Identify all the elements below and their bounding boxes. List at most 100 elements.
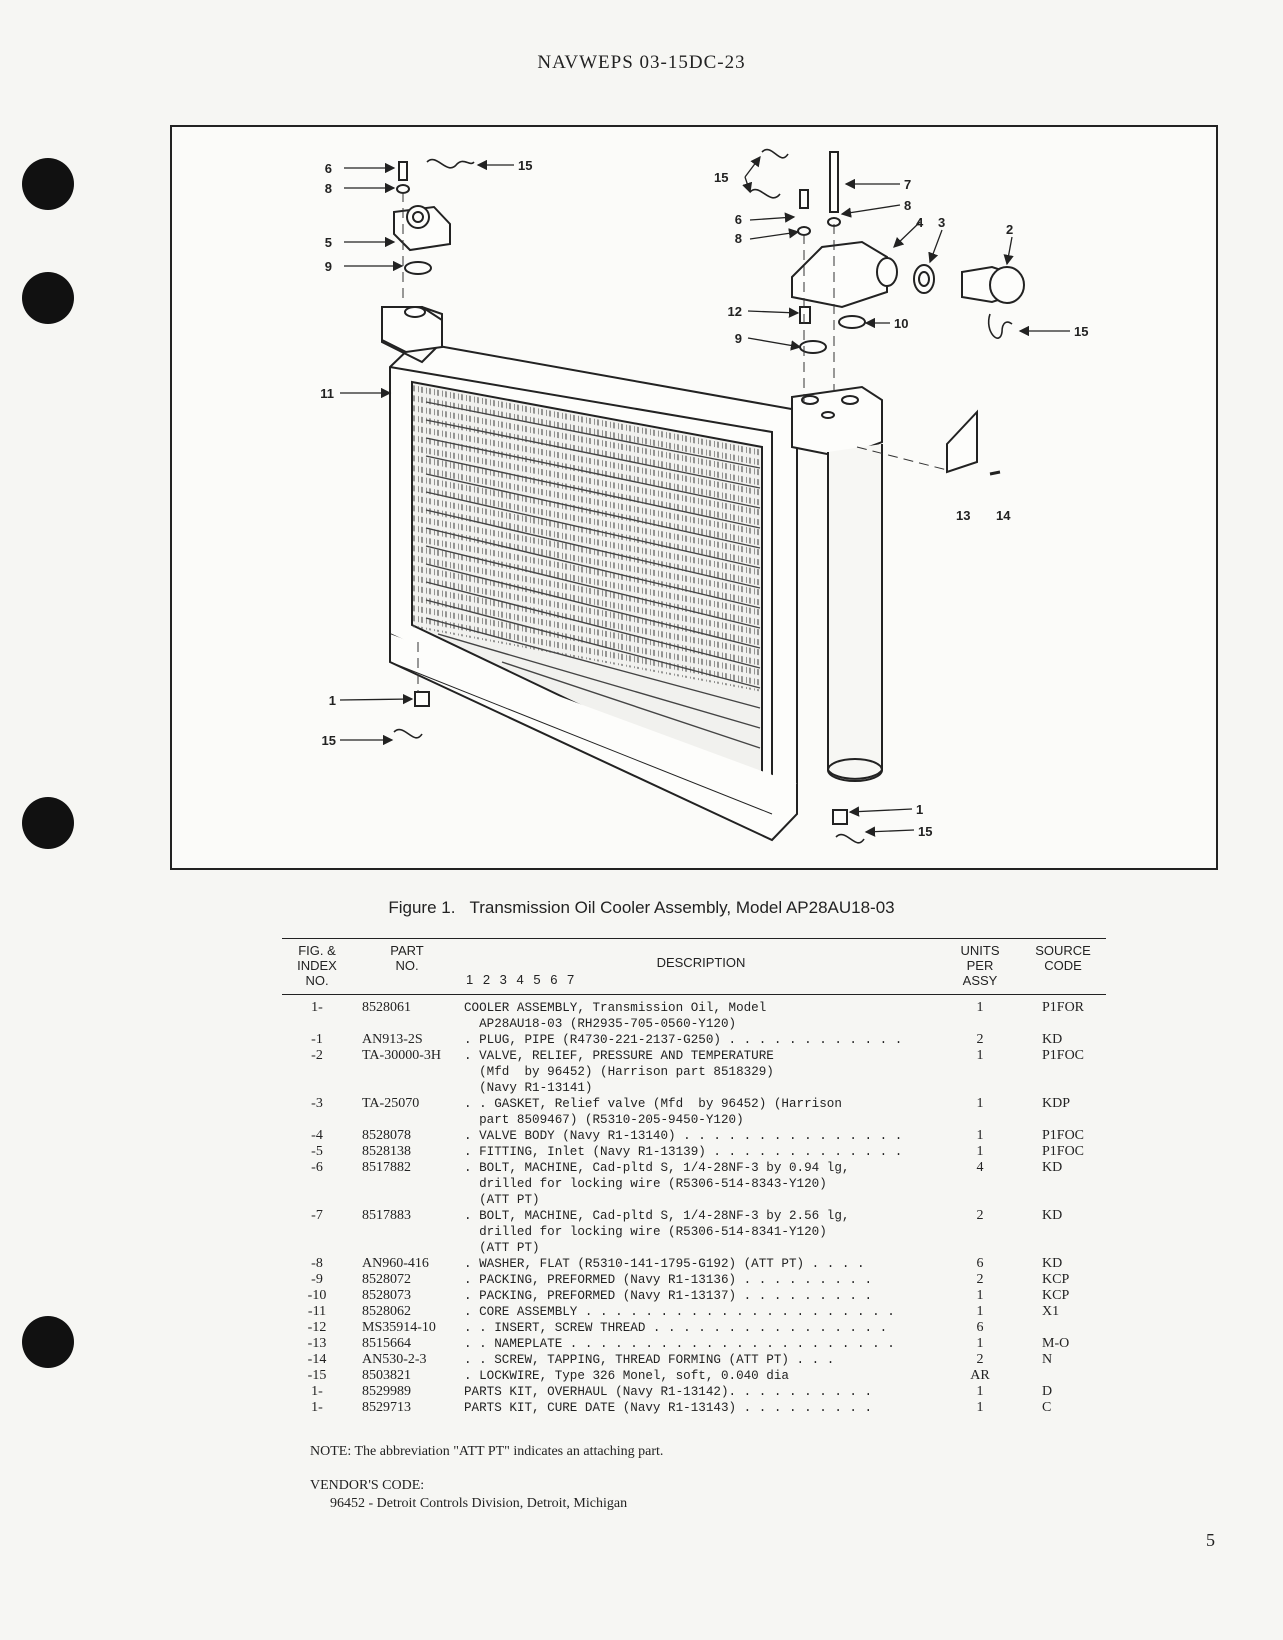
row-source-code: P1FOC	[1042, 1128, 1085, 1143]
row-description: . PLUG, PIPE (R4730-221-2137-G250) . . .…	[464, 1033, 903, 1047]
callout-15d: 15	[322, 733, 336, 748]
row-units: 2	[976, 1352, 984, 1367]
row-index: -9	[311, 1272, 323, 1287]
header-units: UNITS PER ASSY	[960, 943, 1000, 988]
lockwire-drawing	[393, 148, 1013, 844]
fitting-inlet-drawing	[393, 161, 451, 275]
row-units: 1	[976, 1288, 984, 1303]
callout-11: 11	[320, 386, 334, 401]
callout-14: 14	[996, 508, 1011, 523]
header-fig-index: FIG. & INDEX NO.	[297, 943, 337, 988]
callout-9b: 9	[735, 331, 742, 346]
nameplate-drawing	[946, 409, 1001, 476]
row-part-number: 8529989	[362, 1384, 411, 1399]
callout-9a: 9	[325, 259, 332, 274]
header-part-no: PART NO.	[390, 943, 424, 973]
header-source-code: SOURCE CODE	[1035, 943, 1091, 973]
row-source-code: KCP	[1042, 1288, 1070, 1303]
relief-valve-drawing	[961, 265, 1025, 304]
header-description-cell: DESCRIPTION 1 2 3 4 5 6 7	[462, 939, 940, 995]
table-row: -1 AN913-2S . PLUG, PIPE (R4730-221-2137-G…	[282, 1032, 1106, 1048]
row-source-code: P1FOR	[1042, 1000, 1085, 1015]
row-description: . LOCKWIRE, Type 326 Monel, soft, 0.040 …	[464, 1369, 789, 1383]
row-part-number: AN913-2S	[362, 1032, 423, 1047]
row-units: 1	[976, 1048, 984, 1063]
row-source-code: KD	[1042, 1208, 1063, 1223]
row-index: -10	[307, 1288, 327, 1303]
header-indent-levels: 1 2 3 4 5 6 7	[466, 972, 578, 987]
callout-15b: 15	[714, 170, 728, 185]
row-source-code: P1FOC	[1042, 1048, 1085, 1063]
row-source-code: N	[1042, 1352, 1053, 1367]
row-units: 1	[976, 1336, 984, 1351]
row-index: -4	[311, 1128, 323, 1143]
row-index: -6	[311, 1160, 323, 1175]
row-source-code: KD	[1042, 1032, 1063, 1047]
callout-15e: 15	[918, 824, 932, 839]
callout-2: 2	[1006, 222, 1013, 237]
figure-caption-title: Transmission Oil Cooler Assembly, Model …	[469, 898, 895, 917]
row-units: 1	[976, 1000, 984, 1015]
row-index: 1-	[311, 1384, 323, 1399]
row-source-code: D	[1042, 1384, 1053, 1399]
row-index: -15	[307, 1368, 327, 1383]
punch-hole-upper	[22, 272, 74, 324]
row-source-code: KD	[1042, 1160, 1063, 1175]
row-index: -3	[311, 1096, 323, 1111]
row-part-number: AN960-416	[362, 1256, 429, 1271]
row-part-number: 8528062	[362, 1304, 411, 1319]
row-part-number: 8528073	[362, 1288, 411, 1303]
row-source-code: KCP	[1042, 1272, 1070, 1287]
callout-8b: 8	[904, 198, 911, 213]
callout-1a: 1	[329, 693, 336, 708]
row-index: -14	[307, 1352, 327, 1367]
row-description: . . GASKET, Relief valve (Mfd by 96452) …	[464, 1097, 842, 1127]
row-source-code: KD	[1042, 1256, 1063, 1271]
parts-list-table: FIG. & INDEX NO. PART NO. DESCRIPTION 1 …	[282, 938, 1106, 1416]
row-description: . BOLT, MACHINE, Cad-pltd S, 1/4-28NF-3 …	[464, 1209, 850, 1255]
row-units: 2	[976, 1032, 984, 1047]
row-part-number: 8517883	[362, 1208, 411, 1223]
row-units: 1	[976, 1400, 984, 1415]
row-part-number: 8503821	[362, 1368, 411, 1383]
row-units: 1	[976, 1128, 984, 1143]
row-index: -7	[311, 1208, 323, 1223]
table-row: -10 8528073 . PACKING, PREFORMED (Navy R1-…	[282, 1288, 1106, 1304]
row-part-number: AN530-2-3	[362, 1352, 427, 1367]
row-index: -13	[307, 1336, 327, 1351]
figure-frame: 6 8 15 5 9 11 7 8 15 6 8 4 3 2 15 10 12 …	[170, 125, 1218, 870]
callout-6a: 6	[325, 161, 332, 176]
vendor-code-label: VENDOR'S CODE:	[310, 1478, 425, 1493]
row-part-number: MS35914-10	[362, 1320, 436, 1335]
valve-body-drawing	[791, 151, 935, 354]
figure-caption-number: Figure 1.	[388, 898, 456, 917]
row-units: 2	[976, 1208, 984, 1223]
row-description: . PACKING, PREFORMED (Navy R1-13137) . .…	[464, 1289, 873, 1303]
pipe-plug-drawing	[414, 691, 848, 825]
callout-12: 12	[728, 304, 742, 319]
row-description: . BOLT, MACHINE, Cad-pltd S, 1/4-28NF-3 …	[464, 1161, 850, 1207]
row-source-code	[1020, 1368, 1106, 1384]
row-index: -2	[311, 1048, 323, 1063]
row-index: -1	[311, 1032, 323, 1047]
row-units: 1	[976, 1304, 984, 1319]
row-index: -12	[307, 1320, 327, 1335]
callout-8c: 8	[735, 231, 742, 246]
row-units: 6	[976, 1320, 984, 1335]
document-number: NAVWEPS 03-15DC-23	[537, 52, 746, 73]
row-description: . VALVE BODY (Navy R1-13140) . . . . . .…	[464, 1129, 903, 1143]
exploded-view-illustration: 6 8 15 5 9 11 7 8 15 6 8 4 3 2 15 10 12 …	[320, 148, 1088, 844]
row-source-code	[1020, 1320, 1106, 1336]
table-header-row: FIG. & INDEX NO. PART NO. DESCRIPTION 1 …	[282, 938, 1106, 995]
row-units: 1	[976, 1144, 984, 1159]
row-description: . FITTING, Inlet (Navy R1-13139) . . . .…	[464, 1145, 903, 1159]
